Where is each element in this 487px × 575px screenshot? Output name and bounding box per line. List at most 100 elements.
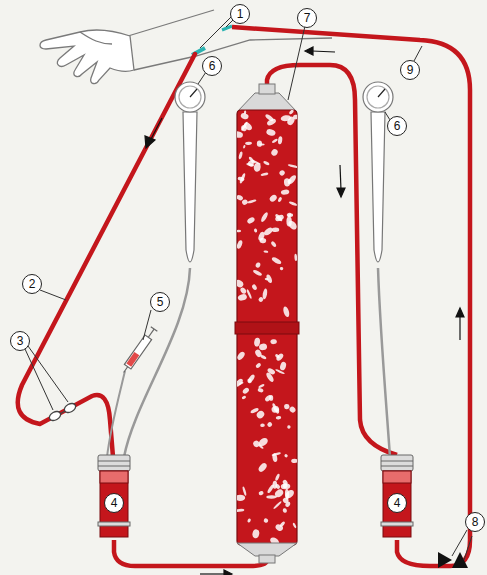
arterial-line	[18, 54, 195, 457]
callout-number: 6	[387, 116, 407, 136]
callout-number: 1	[230, 4, 250, 24]
granule	[237, 194, 244, 201]
granule	[268, 194, 278, 203]
granule	[257, 462, 268, 473]
granule	[251, 284, 258, 291]
callout-number: 2	[22, 274, 42, 294]
granule	[247, 518, 252, 523]
granule	[255, 262, 261, 269]
granule	[237, 495, 245, 502]
granule	[257, 140, 262, 147]
callout-number: 4	[104, 493, 124, 513]
granule	[274, 214, 284, 223]
callout-number: 5	[150, 292, 170, 312]
granule	[255, 362, 262, 369]
leader-lines	[25, 17, 472, 560]
granule	[247, 374, 256, 384]
granule	[247, 199, 257, 204]
granule	[260, 423, 265, 427]
granule	[288, 406, 296, 414]
flow-arrows	[145, 47, 464, 575]
granule	[237, 279, 245, 289]
drip-chamber	[381, 455, 413, 537]
granule	[240, 124, 247, 132]
granule	[271, 452, 281, 457]
granule	[243, 145, 246, 149]
granule	[266, 128, 277, 136]
granule	[264, 113, 274, 122]
granule	[238, 381, 244, 385]
callout-number: 8	[465, 512, 485, 532]
granule	[241, 395, 246, 400]
granule	[271, 256, 282, 265]
granule	[260, 211, 269, 222]
granule	[260, 172, 268, 176]
granule	[289, 110, 295, 115]
granule	[239, 287, 247, 295]
granule	[267, 484, 275, 494]
pressure-gauge	[124, 82, 205, 457]
granule	[237, 176, 245, 182]
granule	[280, 267, 284, 271]
venous-line	[232, 27, 470, 566]
granule	[254, 228, 258, 232]
granule	[291, 459, 297, 463]
granule	[284, 404, 290, 410]
granule	[241, 199, 248, 206]
granule	[258, 383, 265, 388]
callout-number: 9	[400, 60, 420, 80]
granule	[276, 416, 282, 420]
granule	[257, 231, 266, 242]
callout-number: 7	[297, 8, 317, 28]
granule	[276, 408, 280, 414]
granule	[257, 387, 264, 393]
granule	[282, 508, 287, 513]
granule	[288, 201, 297, 207]
granule	[266, 421, 273, 428]
granule	[269, 395, 273, 401]
granule	[294, 254, 297, 261]
granule	[237, 230, 241, 232]
granule	[288, 164, 297, 169]
granule	[282, 306, 290, 318]
granule	[242, 486, 247, 496]
granule	[252, 529, 261, 539]
granule	[264, 394, 273, 402]
heparin-syringe	[107, 327, 157, 457]
granule	[271, 138, 278, 144]
granule	[252, 269, 262, 277]
granule	[266, 495, 277, 499]
granule	[244, 111, 246, 115]
granule	[237, 293, 247, 301]
granule	[238, 151, 243, 159]
granule	[277, 196, 282, 202]
granule	[263, 250, 268, 253]
granule	[286, 115, 296, 126]
granule	[265, 274, 273, 284]
granule	[275, 473, 281, 481]
granule	[260, 354, 267, 360]
granule	[245, 141, 252, 145]
granule	[284, 501, 291, 508]
granule	[274, 483, 280, 489]
granule	[253, 163, 261, 173]
granule	[282, 483, 287, 488]
granule	[287, 425, 291, 429]
granule	[237, 378, 244, 388]
granule	[278, 136, 283, 145]
granule	[273, 501, 282, 510]
granule	[250, 407, 259, 414]
granule	[287, 178, 293, 184]
granule	[237, 351, 246, 362]
granule	[259, 343, 268, 351]
granule	[281, 483, 291, 490]
granule	[246, 216, 255, 225]
granule	[258, 490, 264, 495]
pressure-gauge	[363, 82, 393, 457]
granule	[263, 160, 270, 165]
callout-number: 4	[387, 493, 407, 513]
granule	[242, 387, 250, 395]
granule	[281, 189, 290, 195]
granule	[286, 216, 291, 226]
granule	[262, 288, 268, 299]
